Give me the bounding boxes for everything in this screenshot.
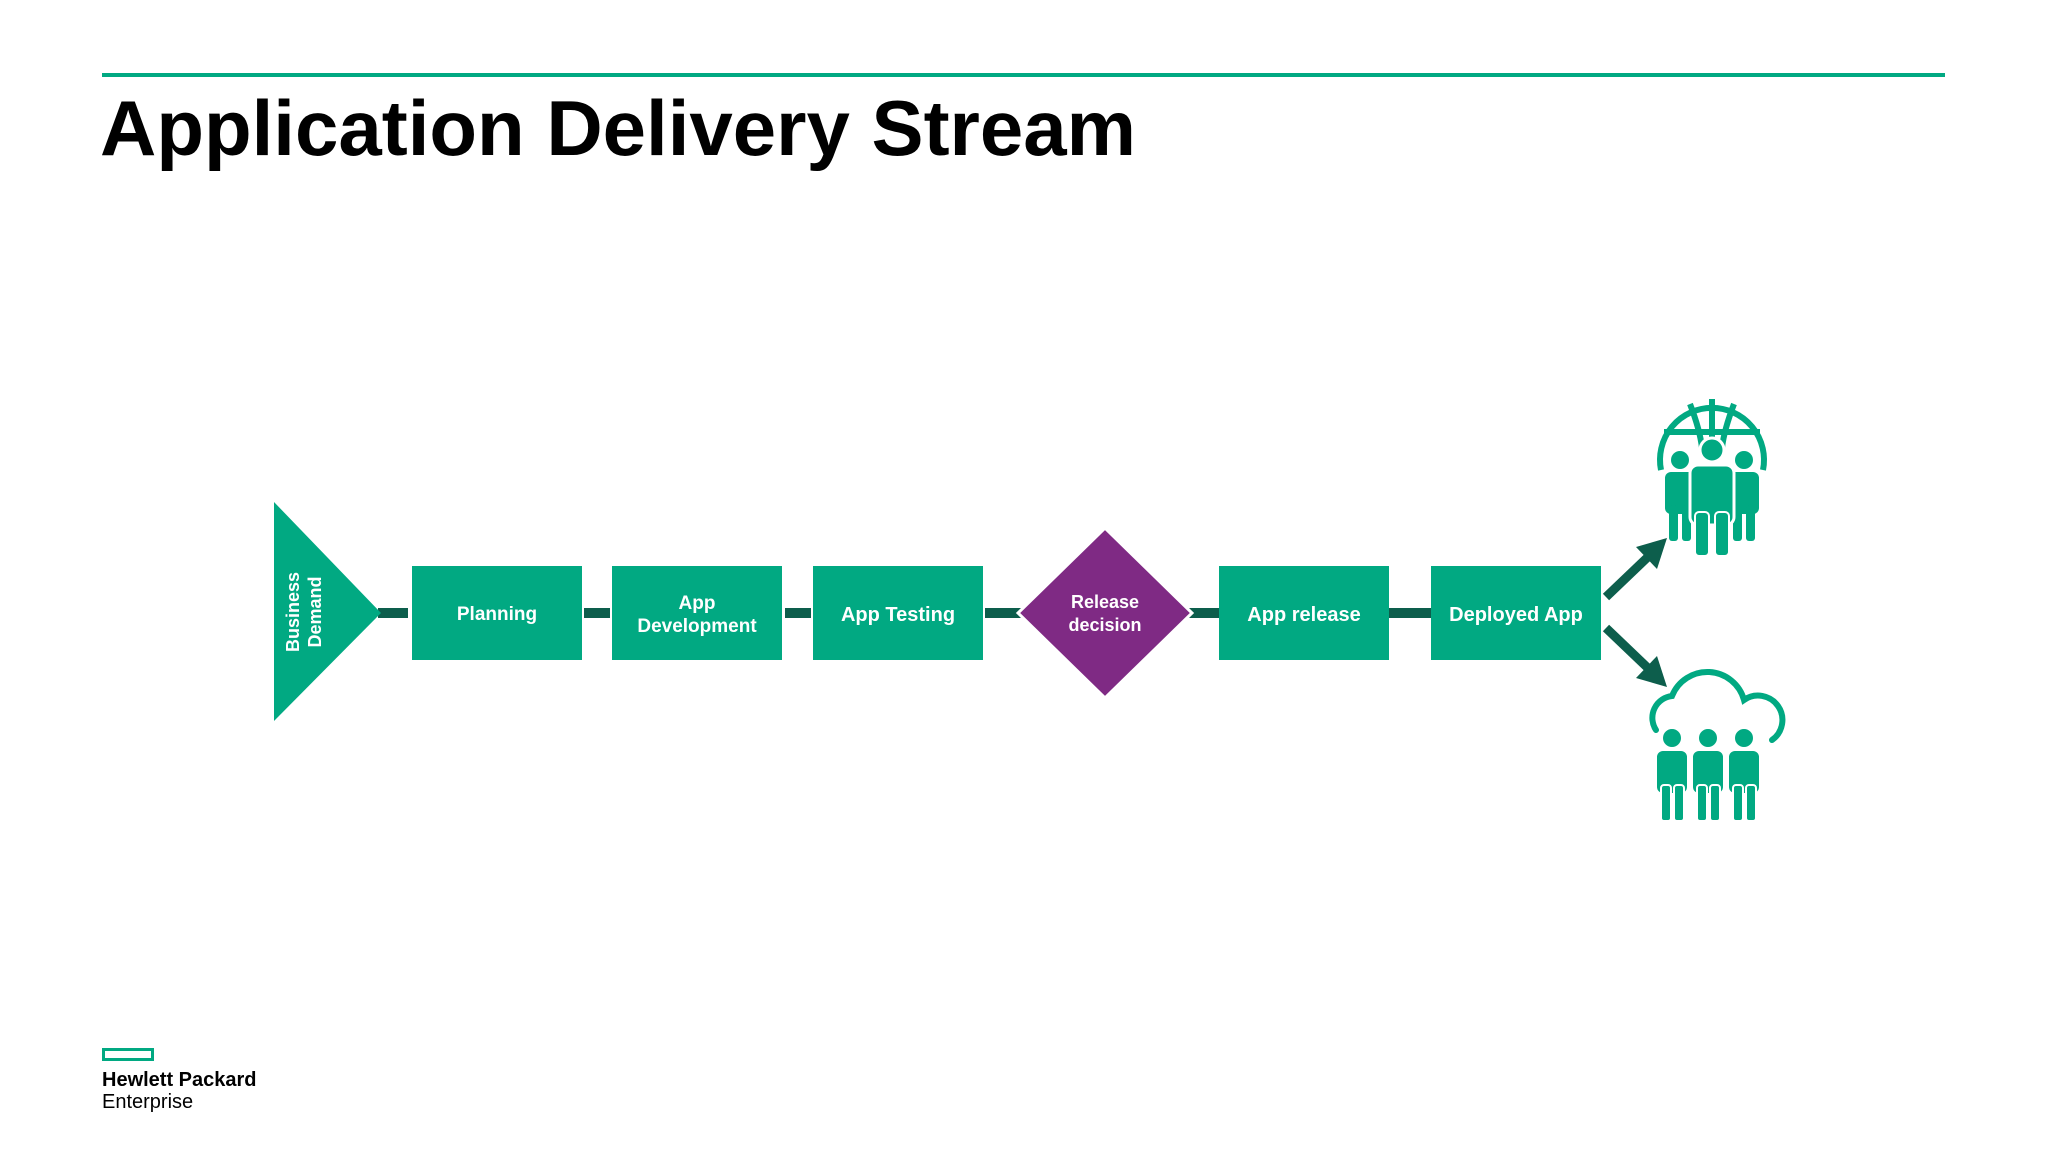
app-release-label: App release — [1247, 604, 1360, 626]
brand-name-line1: Hewlett Packard — [102, 1069, 257, 1091]
connectors — [378, 608, 1431, 618]
step-deployed-app: Deployed App — [1431, 566, 1601, 660]
business-demand-label-line1: Business — [283, 572, 303, 652]
connector-1 — [378, 608, 408, 618]
step-planning: Planning — [412, 566, 582, 660]
output-arrows — [1602, 538, 1667, 687]
app-development-box — [612, 566, 782, 660]
arrow-up-right-icon — [1602, 538, 1667, 601]
app-development-label-line2: Development — [637, 616, 757, 637]
app-testing-box — [813, 566, 983, 660]
app-release-box — [1219, 566, 1389, 660]
planning-label: Planning — [457, 604, 537, 625]
app-development-label-line1: App — [679, 593, 716, 614]
title-rule — [102, 73, 1945, 77]
release-decision-label-line1: Release — [1071, 592, 1139, 612]
hpe-logo-mark — [102, 1048, 154, 1061]
release-decision-diamond — [1015, 525, 1195, 701]
connector-4 — [985, 608, 1021, 618]
hpe-logo: Hewlett Packard Enterprise — [102, 1048, 302, 1113]
deployed-app-box — [1431, 566, 1601, 660]
step-app-development: App Development — [612, 566, 782, 660]
connector-2 — [584, 608, 610, 618]
business-demand-label-line2: Demand — [305, 576, 325, 647]
step-app-testing: App Testing — [813, 566, 983, 660]
connector-3 — [785, 608, 811, 618]
connector-5 — [1189, 608, 1219, 618]
arrow-down-right-icon — [1602, 624, 1667, 687]
brand-name-line2: Enterprise — [102, 1091, 194, 1113]
step-release-decision: Release decision — [1015, 525, 1195, 701]
globe-users-icon — [1657, 399, 1767, 557]
business-demand-triangle — [274, 502, 381, 721]
app-testing-label: App Testing — [841, 604, 955, 626]
release-decision-label-line2: decision — [1068, 615, 1141, 635]
planning-box — [412, 566, 582, 660]
connector-6 — [1389, 608, 1431, 618]
page-title: Application Delivery Stream — [100, 84, 1137, 172]
business-demand-node: Business Demand — [274, 502, 381, 721]
deployed-app-label: Deployed App — [1449, 604, 1583, 626]
step-app-release: App release — [1219, 566, 1389, 660]
cloud-users-icon — [1649, 668, 1786, 822]
